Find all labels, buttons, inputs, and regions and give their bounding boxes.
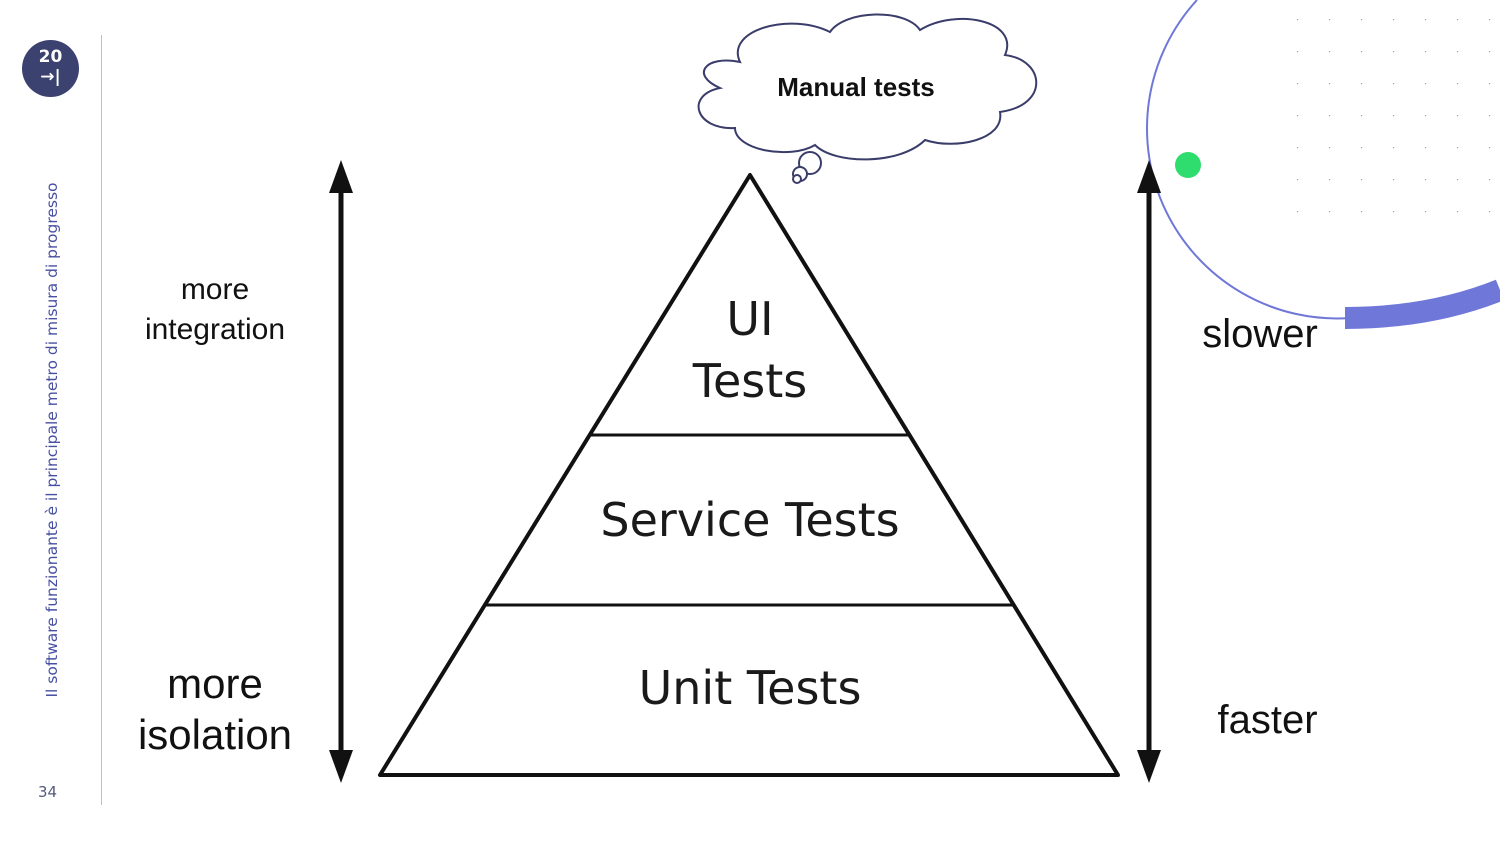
sidebar-divider: [101, 35, 102, 805]
sidebar-tagline: Il software funzionante è il principale …: [43, 182, 61, 698]
tier-unit-tests: Unit Tests: [638, 661, 862, 715]
slower-label: slower: [1202, 312, 1318, 356]
more-isolation-label: more isolation: [115, 658, 315, 760]
test-pyramid: [378, 173, 1120, 777]
logo-number: 20: [38, 47, 63, 67]
tier-ui-tests: UI Tests: [620, 288, 880, 412]
decor-arc-thick: [1344, 279, 1500, 329]
dot-grid: [1292, 14, 1500, 218]
tier-ui-line1: UI: [726, 292, 774, 346]
decor-arc: [1146, 0, 1351, 320]
faster-label: faster: [1217, 698, 1318, 742]
more-isolation-line2: isolation: [137, 711, 293, 758]
logo-arrow-icon: →|: [40, 67, 61, 87]
more-isolation-line1: more: [167, 660, 263, 707]
more-integration-line1: more: [180, 273, 250, 306]
thought-bubble-cloud: [697, 13, 1038, 184]
right-axis-arrow: [1137, 160, 1161, 783]
more-integration-label: more integration: [120, 270, 310, 350]
page-number: 34: [38, 783, 58, 801]
tier-ui-line2: Tests: [692, 354, 808, 408]
left-axis-arrow: [329, 160, 353, 783]
manual-tests-label: Manual tests: [777, 72, 935, 102]
logo-badge: 20 →|: [22, 40, 79, 97]
decor-green-dot: [1175, 152, 1201, 178]
more-integration-line2: integration: [144, 313, 286, 346]
tier-service-tests: Service Tests: [600, 493, 900, 547]
